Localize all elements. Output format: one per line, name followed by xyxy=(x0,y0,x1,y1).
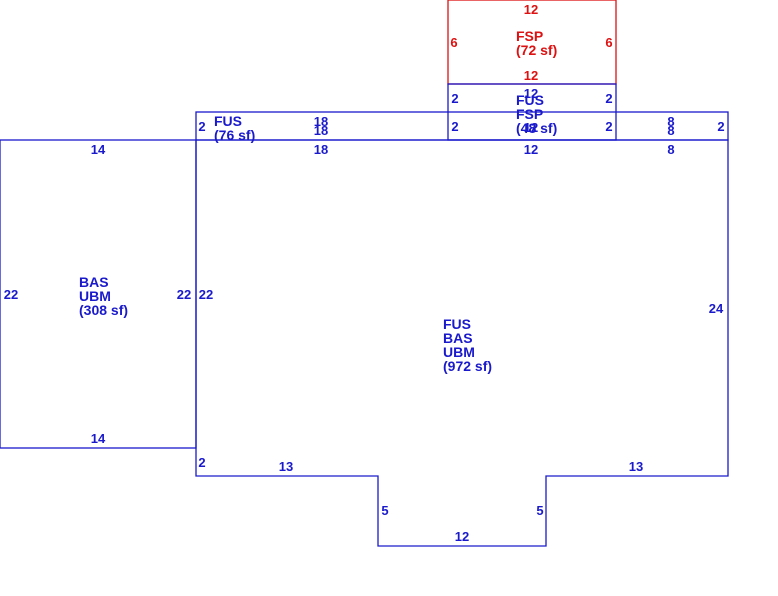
porch-top-dim-top: 12 xyxy=(524,2,538,17)
main-block-dim-bottom-right: 13 xyxy=(629,459,643,474)
upper-strip-dim-top: 18 xyxy=(314,114,328,129)
main-block-label-2: BAS xyxy=(443,330,473,346)
upper-strip-dim-bottom-right: 8 xyxy=(667,123,674,138)
main-block-dim-notch-right: 5 xyxy=(536,503,543,518)
upper-strip-area: (76 sf) xyxy=(214,127,255,143)
main-block-dim-step: 2 xyxy=(198,455,205,470)
main-block-dim-bottom-left: 13 xyxy=(279,459,293,474)
porch-small-dim-right: 2 xyxy=(605,91,612,106)
porch-top-dim-right: 6 xyxy=(605,35,612,50)
porch-top-label: FSP xyxy=(516,28,543,44)
main-block-label-3: UBM xyxy=(443,344,475,360)
upper-strip-dim-mid-right: 2 xyxy=(605,119,612,134)
porch-small-label-1: FUS xyxy=(516,92,544,108)
left-block-label-1: BAS xyxy=(79,274,109,290)
main-block-dim-top-b: 12 xyxy=(524,142,538,157)
upper-strip-dim-right: 2 xyxy=(717,119,724,134)
upper-strip-label: FUS xyxy=(214,113,242,129)
porch-small-dim-left: 2 xyxy=(451,91,458,106)
main-block-dim-top-c: 8 xyxy=(667,142,674,157)
main-block-dim-notch-bottom: 12 xyxy=(455,529,469,544)
main-block-dim-top-a: 18 xyxy=(314,142,328,157)
upper-strip-outline xyxy=(195,111,729,141)
left-block-dim-bottom: 14 xyxy=(91,431,106,446)
porch-small-area: (48 sf) xyxy=(516,120,557,136)
left-block-dim-top: 14 xyxy=(91,142,106,157)
main-block-area: (972 sf) xyxy=(443,358,492,374)
main-block-dim-notch-left: 5 xyxy=(381,503,388,518)
upper-strip-dim-left: 2 xyxy=(198,119,205,134)
left-block-dim-right: 22 xyxy=(177,287,191,302)
left-block-area: (308 sf) xyxy=(79,302,128,318)
left-block-label-2: UBM xyxy=(79,288,111,304)
porch-small-dim-bottom: 12 xyxy=(524,120,538,135)
main-block-label-1: FUS xyxy=(443,316,471,332)
main-block-dim-right: 24 xyxy=(709,301,724,316)
upper-strip-dim-mid-left: 2 xyxy=(451,119,458,134)
main-block-dim-left: 22 xyxy=(199,287,213,302)
upper-strip-dim-top-right: 8 xyxy=(667,114,674,129)
porch-small-label-2: FSP xyxy=(516,106,543,122)
left-block-dim-left: 22 xyxy=(4,287,18,302)
porch-top-dim-left: 6 xyxy=(450,35,457,50)
porch-top-area: (72 sf) xyxy=(516,42,557,58)
upper-strip-dim-bottom: 18 xyxy=(314,123,328,138)
porch-top-dim-bottom: 12 xyxy=(524,68,538,83)
main-block-outline xyxy=(195,139,729,547)
porch-small-dim-top: 12 xyxy=(524,86,538,101)
